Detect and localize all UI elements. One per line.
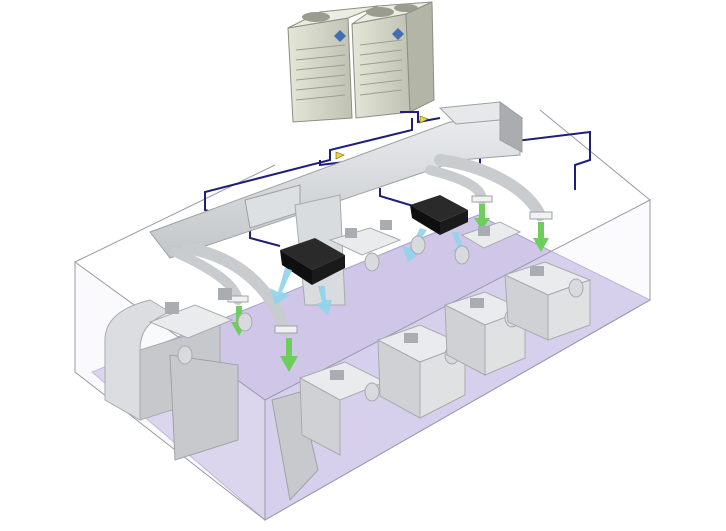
airflow-arrow-icon: [474, 204, 490, 230]
flow-direction-arrow-icon: [419, 115, 429, 124]
outdoor-units: [287, 1, 435, 123]
airflow-arrow-icon: [280, 338, 298, 372]
supply-diffusers: [227, 195, 553, 334]
outdoor-unit-logo-icon: [334, 30, 346, 42]
workstation-pod: [148, 288, 253, 365]
workstation-pod: [454, 221, 522, 265]
flow-direction-arrow-icon: [335, 151, 345, 160]
indoor-unit-left: [280, 238, 345, 285]
airflow-arrow-icon: [533, 222, 549, 252]
workstation-pod: [298, 361, 387, 456]
workstation-pod: [503, 261, 592, 341]
workstation-pod: [328, 220, 426, 272]
partition-panels: [169, 354, 319, 502]
main-air-duct: [149, 101, 524, 306]
outdoor-unit-right: [351, 1, 435, 119]
airflow-arrow-icon: [316, 286, 332, 316]
outdoor-unit-logo-icon: [392, 28, 404, 40]
airflow-arrow-icon: [270, 268, 292, 305]
workstation-pod: [443, 291, 527, 376]
outdoor-unit-left: [287, 5, 379, 123]
indoor-unit-right: [410, 195, 468, 235]
workstation-pods: [148, 220, 592, 456]
